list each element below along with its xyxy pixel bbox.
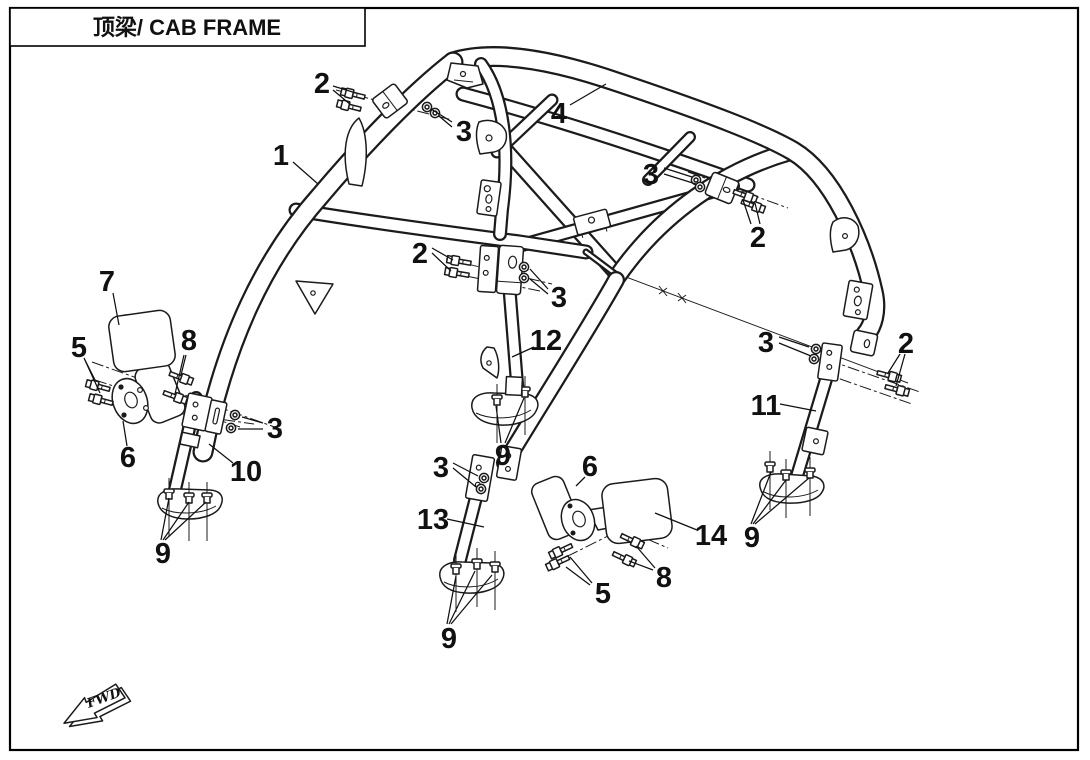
clamp-tube10-top <box>179 392 228 449</box>
callout-label: 1 <box>273 140 289 172</box>
callout-label: 6 <box>582 451 598 483</box>
callout-label: 5 <box>71 332 87 364</box>
front-post-plate-bracket <box>476 179 502 217</box>
foot-plate-right <box>759 450 825 519</box>
bolts-5-left <box>84 378 115 409</box>
mirror-part14 <box>601 477 673 545</box>
callout-label: 13 <box>417 504 449 536</box>
callout-label: 2 <box>412 238 428 270</box>
callout-label: 3 <box>758 327 774 359</box>
callout-label: 3 <box>643 159 659 191</box>
callout-label: 3 <box>433 452 449 484</box>
clamp-tube11-top <box>817 342 843 382</box>
callout-label: 4 <box>551 98 567 130</box>
callouts: 1 2 3 4 3 2 3 2 7 5 8 6 3 10 9 2 3 12 9 … <box>71 68 914 655</box>
callout-label: 3 <box>456 116 472 148</box>
mirror-part7 <box>108 309 176 373</box>
clamp-far-right <box>849 329 879 357</box>
callout-label: 9 <box>744 522 760 554</box>
callout-label: 8 <box>181 325 197 357</box>
horn-bracket <box>344 117 368 187</box>
callout-label: 3 <box>267 413 283 445</box>
front-post-upper-bracket <box>475 119 508 155</box>
callout-label: 2 <box>750 222 766 254</box>
clamps <box>179 83 879 503</box>
title-box <box>9 7 366 47</box>
brackets <box>295 62 874 456</box>
foot-plate-center <box>471 375 539 444</box>
page-title: 顶梁/ CAB FRAME <box>93 15 281 40</box>
nuts-3-far-right <box>808 343 822 365</box>
clamp-top-left <box>372 83 408 119</box>
fwd-arrow: FWD <box>63 683 132 728</box>
right-pillar-fin <box>829 217 860 253</box>
apex-saddle-bracket <box>446 62 484 89</box>
callout-label: 8 <box>656 562 672 594</box>
tube12-hook-bracket <box>480 346 500 379</box>
tube11-box-bracket <box>801 426 829 456</box>
callout-label: 9 <box>155 538 171 570</box>
callout-label: 12 <box>530 325 562 357</box>
foot-plate-bottom-center <box>439 547 505 613</box>
callout-label: 2 <box>898 328 914 360</box>
triangle-bracket <box>295 280 334 315</box>
callout-label: 9 <box>441 623 457 655</box>
bolts-2-center <box>443 253 473 281</box>
callout-label: 9 <box>495 440 511 472</box>
clamp-tube12-top <box>476 244 525 397</box>
bolts-5-bottom <box>544 540 575 573</box>
callout-label: 5 <box>595 578 611 610</box>
frame-structure <box>167 46 886 567</box>
clamp-top-right <box>704 171 740 205</box>
rear-crossbar-bracket <box>572 208 612 239</box>
callout-label: 7 <box>99 266 115 298</box>
page-border <box>8 6 1080 752</box>
callout-label: 3 <box>551 282 567 314</box>
callout-label: 10 <box>230 456 262 488</box>
callout-label: 14 <box>695 520 727 552</box>
callout-label: 2 <box>314 68 330 100</box>
callout-label: 11 <box>751 390 782 422</box>
foot-plate-left <box>157 477 223 542</box>
leader-lines <box>83 83 906 625</box>
nuts-3-top-left <box>421 101 441 119</box>
callout-label: 6 <box>120 442 136 474</box>
right-pillar-plate <box>842 279 874 321</box>
